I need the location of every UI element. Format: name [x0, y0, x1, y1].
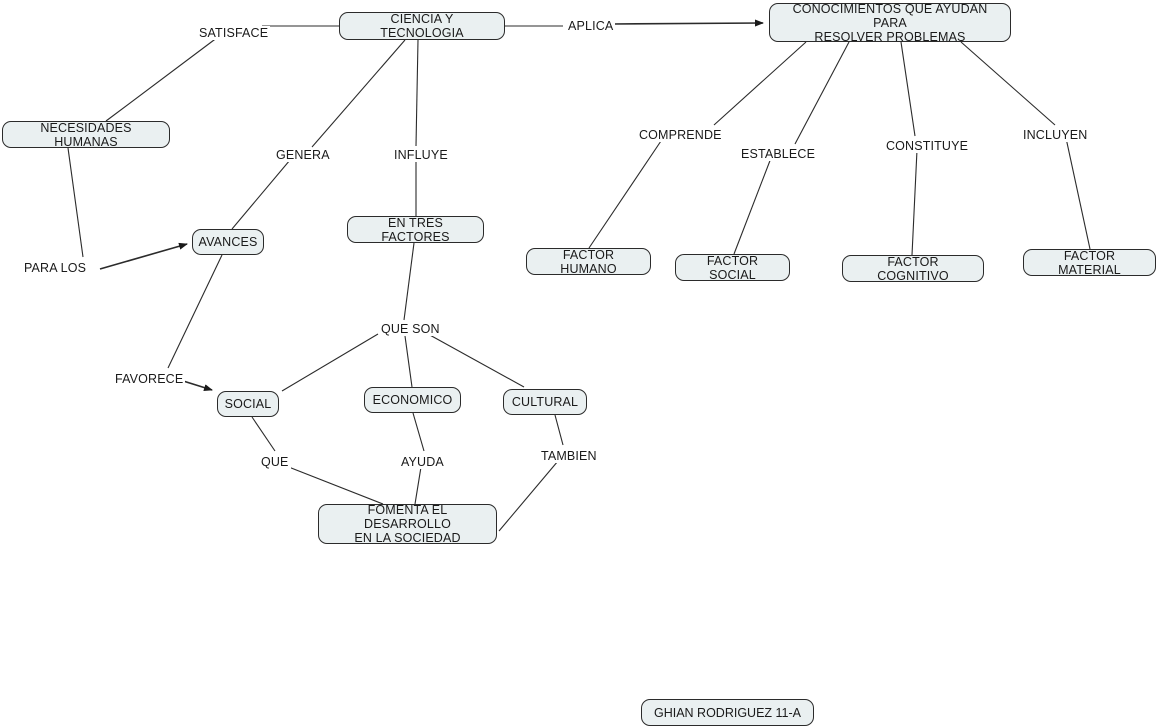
edge-queson-cultural — [427, 333, 525, 388]
node-entresfactores[interactable]: EN TRES FACTORES — [347, 216, 484, 244]
edge-paralos-avances — [99, 242, 188, 270]
node-necesidades[interactable]: NECESIDADES HUMANAS — [2, 121, 170, 149]
link-label-constituye: CONSTITUYE — [884, 139, 971, 153]
link-label-incluyen: INCLUYEN — [1021, 128, 1090, 142]
link-label-establece: ESTABLECE — [739, 147, 818, 161]
node-economico[interactable]: ECONOMICO — [364, 387, 461, 413]
node-social[interactable]: SOCIAL — [217, 391, 279, 417]
link-label-aplica: APLICA — [566, 19, 616, 33]
edge-establece-factorsocial — [733, 157, 772, 255]
link-label-que-son: QUE SON — [379, 322, 442, 336]
edge-ayuda-fomenta — [414, 466, 422, 505]
edge-constituye-factorcogn — [911, 149, 918, 256]
edge-avances-favorece — [167, 254, 223, 369]
node-factorcogn[interactable]: FACTOR COGNITIVO — [842, 255, 984, 283]
link-label-que: QUE — [259, 455, 291, 469]
link-label-para-los: PARA LOS — [22, 261, 89, 275]
edge-ciencia-influye — [415, 39, 419, 147]
link-label-genera: GENERA — [274, 148, 332, 162]
node-autor[interactable]: GHIAN RODRIGUEZ 11-A — [641, 699, 814, 726]
edge-economico-ayuda — [412, 412, 425, 452]
node-avances[interactable]: AVANCES — [192, 229, 264, 255]
edge-queson-economico — [404, 335, 413, 388]
link-label-comprende: COMPRENDE — [637, 128, 724, 142]
edge-social-que — [251, 416, 276, 452]
edge-necesidades-paralos — [67, 147, 84, 258]
edge-cultural-tambien — [554, 414, 564, 446]
edge-conoc-incluyen — [960, 41, 1056, 126]
edge-conoc-establece — [794, 41, 850, 145]
link-label-influye: INFLUYE — [392, 148, 450, 162]
link-label-ayuda: AYUDA — [399, 455, 446, 469]
edge-comprende-factorhumano — [588, 137, 664, 249]
node-factorsocial[interactable]: FACTOR SOCIAL — [675, 254, 790, 282]
edge-conoc-constituye — [900, 41, 916, 137]
node-factorhumano[interactable]: FACTOR HUMANO — [526, 248, 651, 276]
edge-ciencia-genera — [311, 39, 406, 148]
node-conocimientos[interactable]: CONOCIMIENTOS QUE AYUDAN PARA RESOLVER P… — [769, 2, 1011, 44]
edge-queson-social — [281, 333, 379, 392]
edge-que-fomenta — [280, 463, 384, 505]
node-cultural[interactable]: CULTURAL — [503, 389, 587, 415]
edge-incluyen-factormat — [1065, 137, 1091, 250]
edge-tambien-fomenta — [498, 460, 559, 532]
link-label-satisface: SATISFACE — [197, 26, 271, 40]
link-label-favorece: FAVORECE — [113, 372, 186, 386]
edge-conoc-comprende — [713, 41, 807, 126]
node-fomenta[interactable]: FOMENTA EL DESARROLLO EN LA SOCIEDAD — [318, 503, 497, 545]
edge-genera-avances — [231, 159, 291, 230]
link-label-tambien: TAMBIEN — [539, 449, 599, 463]
edge-satisface-necesidades — [105, 33, 223, 122]
node-factormat[interactable]: FACTOR MATERIAL — [1023, 249, 1156, 277]
edge-entres-queson — [403, 242, 415, 321]
edge-aplica-conocimientos — [611, 19, 764, 27]
node-ciencia[interactable]: CIENCIA Y TECNOLOGIA — [339, 12, 505, 40]
